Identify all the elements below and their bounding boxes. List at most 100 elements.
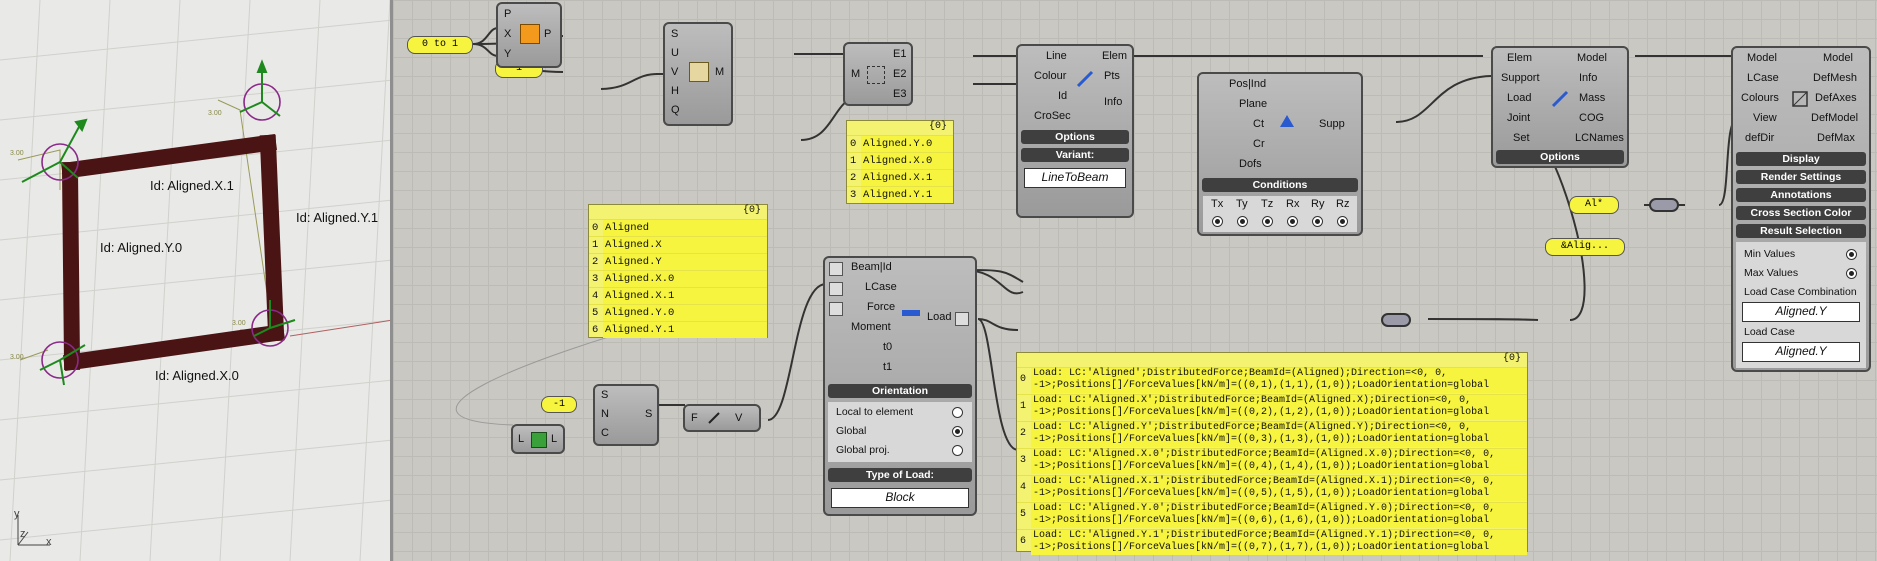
beam-ids-panel[interactable]: {0} 0Aligned.Y.0 1Aligned.X.0 2Aligned.X… [846,120,954,204]
list-value: Load: LC:'Aligned.Y.1';DistributedForce;… [1031,530,1527,555]
input-port-label: F [691,412,698,424]
render-settings-menu[interactable]: Render Settings [1736,170,1866,184]
axis-x-label: x [46,536,52,548]
output-port-label: Elem [1102,50,1127,62]
output-port-label: L [551,433,557,445]
distributed-load-icon [901,306,921,322]
result-selection-menu[interactable]: Result Selection [1736,224,1866,238]
unit-z-component[interactable]: F V [683,404,761,432]
model-view-component[interactable]: Model LCase Colours View defDir Model De… [1731,46,1871,372]
variant-title: Variant: [1021,148,1129,162]
output-port-label: Load [927,311,951,323]
dof-checkbox[interactable] [1237,216,1248,227]
assemble-model-component[interactable]: Elem Support Load Joint Set Model Info M… [1491,46,1629,168]
beam-load-component[interactable]: Beam|Id LCase Force Moment t0 t1 Load Or… [823,256,977,516]
port-menu-icon[interactable] [829,302,843,316]
wire-relay[interactable] [1381,313,1411,327]
port-menu-icon[interactable] [829,282,843,296]
input-port-label: C [601,427,609,439]
input-port-label: t0 [883,341,892,353]
list-value: Load: LC:'Aligned.Y';DistributedForce;Be… [1031,422,1527,447]
input-port-label: H [671,85,679,97]
support-component[interactable]: Pos|Ind Plane Ct Cr Dofs Supp Conditions… [1197,72,1363,236]
range-slider[interactable]: 0 to 1 [407,36,473,54]
input-port-label: V [671,66,678,78]
input-port-label: Model [1747,52,1777,64]
input-port-label: M [851,68,860,80]
loadcase-search-param[interactable]: &Alig... [1545,238,1625,256]
list-value: Aligned [603,220,767,236]
variant-dropdown[interactable]: LineToBeam [1024,168,1126,188]
radio-button[interactable] [1846,268,1857,279]
mesh-edges-component[interactable]: M E1 E2 E3 [843,42,913,106]
list-value: Load: LC:'Aligned.X';DistributedForce;Be… [1031,395,1527,420]
mesh-plane-component[interactable]: S U V H Q M [663,22,733,126]
dof-checkbox[interactable] [1212,216,1223,227]
input-port-label: CroSec [1034,110,1071,122]
negative-slider[interactable]: -1 [541,396,577,413]
radio-button[interactable] [952,445,963,456]
load-case-combination-dropdown[interactable]: Aligned.Y [1742,302,1860,322]
loadcase-names-panel[interactable]: {0} 0Aligned 1Aligned.X 2Aligned.Y 3Alig… [588,204,768,338]
edges-icon [867,66,885,84]
input-port-label: Colour [1034,70,1066,82]
result-selection-panel: Min Values Max Values Load Case Combinat… [1736,242,1866,368]
output-port-label: E3 [893,88,906,100]
load-case-dropdown[interactable]: Aligned.Y [1742,342,1860,362]
cross-section-color-menu[interactable]: Cross Section Color [1736,206,1866,220]
input-port-label: Q [671,104,680,116]
output-port-label: M [715,66,724,78]
series-component[interactable]: S N C S [593,384,659,446]
loadcase-filter-param[interactable]: Al* [1569,196,1619,214]
display-menu[interactable]: Display [1736,152,1866,166]
wire-relay[interactable] [1649,198,1679,212]
options-menu[interactable]: Options [1496,150,1624,164]
input-port-label: defDir [1745,132,1774,144]
line-to-beam-component[interactable]: Line Colour Id CroSec Elem Pts Info Opti… [1016,44,1134,218]
option-label: Local to element [836,406,913,418]
orientation-option[interactable]: Global [833,423,967,440]
radio-button[interactable] [952,407,963,418]
dof-label: Rz [1336,198,1349,210]
annotations-menu[interactable]: Annotations [1736,188,1866,202]
dof-label: Ty [1236,198,1248,210]
loads-panel[interactable]: {0} 0Load: LC:'Aligned';DistributedForce… [1016,352,1528,552]
list-item: 5Aligned.Y.0 [589,304,767,321]
radio-button[interactable] [1846,249,1857,260]
support-icon [1279,114,1295,128]
deconstruct-component[interactable]: L L [511,424,565,454]
dof-checkbox[interactable] [1287,216,1298,227]
options-menu[interactable]: Options [1021,130,1129,144]
max-values-option[interactable]: Max Values [1741,265,1861,282]
orientation-title: Orientation [828,384,972,398]
construct-point-component[interactable]: P X Y P [496,2,562,68]
dof-checkbox[interactable] [1312,216,1323,227]
type-of-load-dropdown[interactable]: Block [831,488,969,508]
list-item: 1Load: LC:'Aligned.X';DistributedForce;B… [1017,394,1527,421]
list-item: 2Aligned.X.1 [847,169,953,186]
dof-checkbox[interactable] [1262,216,1273,227]
input-port-label: Force [867,301,895,313]
list-value: Aligned.X.0 [603,271,767,287]
dof-checkbox[interactable] [1337,216,1348,227]
grasshopper-canvas[interactable]: 0 to 1 1 -1 Al* &Alig... P X Y P S U V H… [393,0,1877,561]
list-value: Aligned.X.1 [603,288,767,304]
orientation-option[interactable]: Global proj. [833,442,967,459]
input-port-label: Elem [1507,52,1532,64]
orientation-options: Local to element Global Global proj. [828,402,972,462]
orientation-option[interactable]: Local to element [833,404,967,421]
radio-button[interactable] [952,426,963,437]
list-item: 6Load: LC:'Aligned.Y.1';DistributedForce… [1017,529,1527,556]
port-menu-icon[interactable] [955,312,969,326]
list-item: 2Aligned.Y [589,253,767,270]
list-item: 4Aligned.X.1 [589,287,767,304]
list-value: Aligned.X.0 [861,153,953,169]
port-menu-icon[interactable] [829,262,843,276]
min-values-option[interactable]: Min Values [1741,246,1861,263]
panel-header: {0} [847,121,953,135]
list-item: 2Load: LC:'Aligned.Y';DistributedForce;B… [1017,421,1527,448]
input-port-label: Joint [1507,112,1530,124]
model-view-icon [1791,90,1809,108]
rhino-viewport[interactable]: Id: Aligned.X.1 Id: Aligned.Y.0 Id: Alig… [0,0,393,561]
input-port-label: U [671,47,679,59]
